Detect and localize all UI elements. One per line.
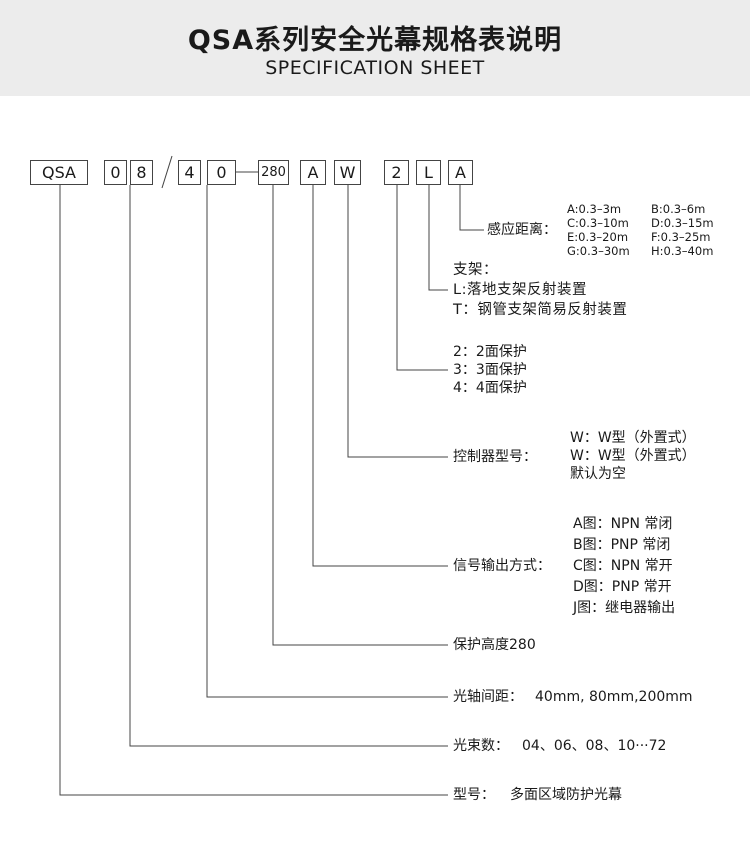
beams-value: 04、06、08、10···72 xyxy=(522,738,667,754)
line-model xyxy=(59,185,448,796)
model-value: 多面区域防护光幕 xyxy=(510,787,622,803)
line-beams xyxy=(129,185,448,747)
code-box-beam-digit1: 0 xyxy=(104,160,127,185)
sides-option: 4：4面保护 xyxy=(453,380,527,396)
sides-option: 2：2面保护 xyxy=(453,344,527,360)
height-text: 保护高度280 xyxy=(453,637,536,653)
code-box-pitch-digit2: 0 xyxy=(207,160,236,185)
line-controller xyxy=(347,185,448,458)
range-option: A:0.3–3m xyxy=(567,202,622,216)
bracket-option: L:落地支架反射装置 xyxy=(453,282,587,298)
output-label: 信号输出方式： xyxy=(453,558,551,574)
code-box-height: 280 xyxy=(258,160,289,185)
code-box-beam-digit2: 8 xyxy=(130,160,153,185)
range-option: F:0.3–25m xyxy=(651,230,711,244)
controller-option: 默认为空 xyxy=(570,466,626,482)
range-option: G:0.3–30m xyxy=(567,244,630,258)
code-box-bracket: L xyxy=(416,160,441,185)
code-box-controller: W xyxy=(334,160,361,185)
bracket-label: 支架： xyxy=(453,262,498,278)
line-output xyxy=(312,185,448,567)
range-option: D:0.3–15m xyxy=(651,216,714,230)
controller-option: W：W型（外置式） xyxy=(570,448,696,464)
beams-label: 光束数： xyxy=(453,738,509,754)
bracket-option: T：钢管支架简易反射装置 xyxy=(453,302,628,318)
code-box-sides: 2 xyxy=(384,160,409,185)
output-option: C图：NPN 常开 xyxy=(573,558,673,574)
code-slash xyxy=(161,155,173,189)
output-option: J图：继电器输出 xyxy=(573,600,676,616)
code-box-series: QSA xyxy=(30,160,88,185)
pitch-value: 40mm, 80mm,200mm xyxy=(535,689,693,705)
page-title: QSA系列安全光幕规格表说明 xyxy=(187,25,563,56)
model-label: 型号： xyxy=(453,787,495,803)
line-height xyxy=(272,185,448,646)
sides-option: 3：3面保护 xyxy=(453,362,527,378)
range-option: C:0.3–10m xyxy=(567,216,629,230)
controller-option: W：W型（外置式） xyxy=(570,430,696,446)
page-subtitle: SPECIFICATION SHEET xyxy=(265,57,485,79)
range-option: E:0.3–20m xyxy=(567,230,629,244)
output-option: D图：PNP 常开 xyxy=(573,579,672,595)
line-sides xyxy=(396,185,448,371)
range-label: 感应距离： xyxy=(487,222,557,238)
range-option: H:0.3–40m xyxy=(651,244,714,258)
line-pitch xyxy=(206,185,448,698)
line-bracket xyxy=(428,185,448,291)
controller-label: 控制器型号： xyxy=(453,449,537,465)
output-option: B图：PNP 常闭 xyxy=(573,537,671,553)
pitch-label: 光轴间距： xyxy=(453,689,523,705)
output-option: A图：NPN 常闭 xyxy=(573,516,673,532)
header-banner: QSA系列安全光幕规格表说明 SPECIFICATION SHEET xyxy=(0,0,750,96)
code-box-pitch-digit1: 4 xyxy=(178,160,201,185)
line-range xyxy=(459,185,484,231)
code-box-range: A xyxy=(448,160,473,185)
range-option: B:0.3–6m xyxy=(651,202,706,216)
code-box-output: A xyxy=(300,160,326,185)
